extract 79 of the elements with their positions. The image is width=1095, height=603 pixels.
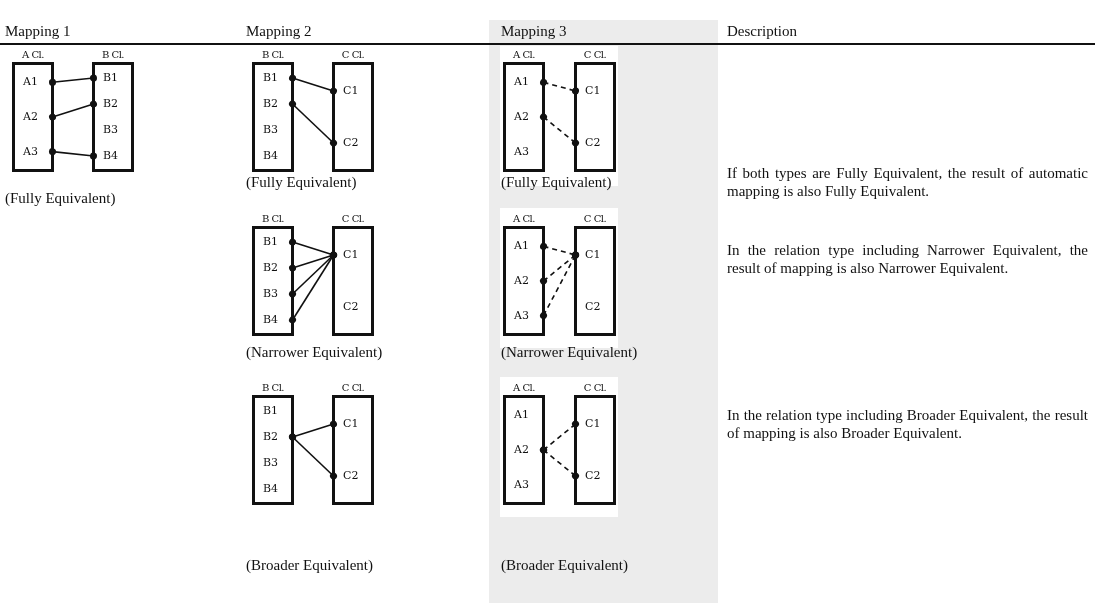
item-label: C1	[335, 81, 371, 101]
item-label: B3	[255, 284, 291, 304]
item-label: B2	[255, 94, 291, 114]
item-label: B2	[255, 258, 291, 278]
connector-line	[289, 251, 337, 324]
item-label: C2	[577, 297, 613, 317]
column-heading: C Cl.	[582, 48, 608, 62]
item-label: C1	[577, 414, 613, 434]
column-header: Mapping 2	[246, 22, 312, 40]
item-label: A1	[506, 405, 542, 426]
column-heading: B Cl.	[260, 212, 286, 226]
mapping-caption: (Broader Equivalent)	[246, 556, 374, 574]
item-label: A1	[506, 72, 542, 93]
column-heading: B Cl.	[260, 48, 286, 62]
column-heading: A Cl.	[512, 381, 536, 395]
item-label: A2	[506, 440, 542, 460]
connector-line	[289, 100, 337, 147]
item-label: C1	[577, 245, 613, 265]
mapping-caption: (Narrower Equivalent)	[246, 343, 383, 361]
column-heading: C Cl.	[340, 381, 366, 395]
item-label: C2	[577, 466, 613, 486]
connector-line	[289, 433, 337, 480]
item-label: C1	[577, 81, 613, 101]
column-heading: C Cl.	[340, 212, 366, 226]
mapping-caption: (Broader Equivalent)	[501, 556, 629, 574]
connector-line	[540, 446, 579, 480]
column-heading: A Cl.	[512, 212, 536, 226]
column-header: Mapping 3	[501, 22, 567, 40]
item-label: B3	[95, 120, 131, 140]
description-text: In the relation type including Narrower Equivalent, the result of mapping is also Narrower Equivalent.	[727, 241, 1088, 277]
connector-line	[49, 74, 97, 86]
item-label: C1	[335, 245, 371, 265]
item-label: B4	[255, 146, 291, 166]
item-label: A3	[506, 141, 542, 162]
item-label: A3	[506, 474, 542, 495]
item-label: A1	[15, 72, 51, 93]
item-label: A3	[506, 305, 542, 326]
connector-line	[540, 113, 579, 147]
item-label: B4	[255, 310, 291, 330]
column-heading: B Cl.	[260, 381, 286, 395]
item-label: B1	[95, 68, 131, 88]
mapping-caption: (Fully Equivalent)	[246, 173, 357, 191]
item-label: C2	[335, 133, 371, 153]
mapping-caption: (Narrower Equivalent)	[501, 343, 638, 361]
item-label: B1	[255, 232, 291, 252]
connector-line	[49, 148, 97, 160]
item-label: B3	[255, 453, 291, 473]
column-heading: A Cl.	[21, 48, 45, 62]
connector-line	[49, 100, 97, 121]
column-header: Description	[727, 22, 797, 40]
mapping-caption: (Fully Equivalent)	[501, 173, 612, 191]
item-label: B3	[255, 120, 291, 140]
item-label: B1	[255, 401, 291, 421]
column-heading: B Cl.	[100, 48, 126, 62]
column-heading: C Cl.	[340, 48, 366, 62]
description-text: If both types are Fully Equivalent, the result of automatic mapping is also Fully Equivalent.	[727, 164, 1088, 200]
item-label: A2	[506, 271, 542, 291]
column-heading: C Cl.	[582, 212, 608, 226]
column-heading: A Cl.	[512, 48, 536, 62]
connector-line	[289, 74, 337, 95]
item-label: A1	[506, 236, 542, 257]
item-label: C2	[335, 297, 371, 317]
item-label: B1	[255, 68, 291, 88]
item-label: C2	[577, 133, 613, 153]
item-label: A2	[506, 107, 542, 127]
item-label: C1	[335, 414, 371, 434]
description-text: In the relation type including Broader Equivalent, the result of mapping is also Broader Equivalent.	[727, 406, 1088, 442]
mapping-caption: (Fully Equivalent)	[5, 189, 116, 207]
column-header: Mapping 1	[5, 22, 71, 40]
item-label: B4	[255, 479, 291, 499]
connector-line	[540, 78, 579, 95]
item-label: B2	[95, 94, 131, 114]
item-label: B4	[95, 146, 131, 166]
item-label: A2	[15, 107, 51, 127]
connector-line	[540, 251, 579, 320]
item-label: A3	[15, 141, 51, 162]
item-label: B2	[255, 427, 291, 447]
item-label: C2	[335, 466, 371, 486]
column-heading: C Cl.	[582, 381, 608, 395]
